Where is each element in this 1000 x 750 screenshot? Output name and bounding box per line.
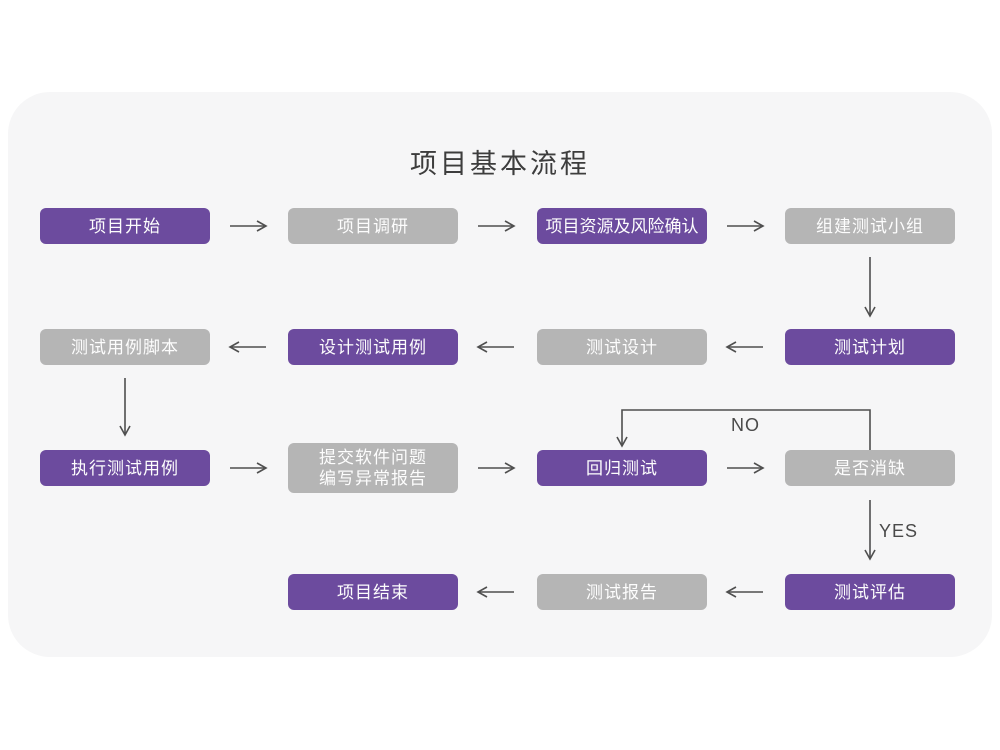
node-test-report: 测试报告 <box>537 574 707 610</box>
node-label: 项目资源及风险确认 <box>545 216 699 236</box>
node-label: 组建测试小组 <box>816 216 924 236</box>
node-label-line2: 编写异常报告 <box>319 469 427 488</box>
node-resource-risk-confirm: 项目资源及风险确认 <box>537 208 707 244</box>
flowchart-card <box>8 92 992 657</box>
node-submit-issues-report: 提交软件问题 编写异常报告 <box>288 443 458 493</box>
no-branch-label: NO <box>731 415 760 435</box>
node-label: 项目结束 <box>337 582 409 602</box>
node-label: 测试设计 <box>586 337 658 357</box>
node-label: 项目调研 <box>337 216 409 236</box>
page-title: 项目基本流程 <box>410 149 590 179</box>
node-project-research: 项目调研 <box>288 208 458 244</box>
node-label: 执行测试用例 <box>71 458 179 478</box>
node-label: 测试评估 <box>834 582 906 602</box>
node-label: 是否消缺 <box>834 458 906 478</box>
node-label-line1: 提交软件问题 <box>319 448 427 467</box>
node-project-start: 项目开始 <box>40 208 210 244</box>
node-project-end: 项目结束 <box>288 574 458 610</box>
node-label: 设计测试用例 <box>319 337 427 357</box>
node-execute-test-cases: 执行测试用例 <box>40 450 210 486</box>
node-test-case-script: 测试用例脚本 <box>40 329 210 365</box>
node-label: 回归测试 <box>586 458 658 478</box>
node-regression-test: 回归测试 <box>537 450 707 486</box>
node-test-evaluation: 测试评估 <box>785 574 955 610</box>
node-test-plan: 测试计划 <box>785 329 955 365</box>
node-label: 测试报告 <box>586 582 658 602</box>
yes-branch-label: YES <box>879 521 919 541</box>
node-label: 测试计划 <box>834 337 906 357</box>
node-label: 测试用例脚本 <box>71 337 179 357</box>
node-defect-cleared-decision: 是否消缺 <box>785 450 955 486</box>
node-label: 项目开始 <box>89 216 161 236</box>
node-build-test-team: 组建测试小组 <box>785 208 955 244</box>
node-design-test-cases: 设计测试用例 <box>288 329 458 365</box>
node-test-design: 测试设计 <box>537 329 707 365</box>
